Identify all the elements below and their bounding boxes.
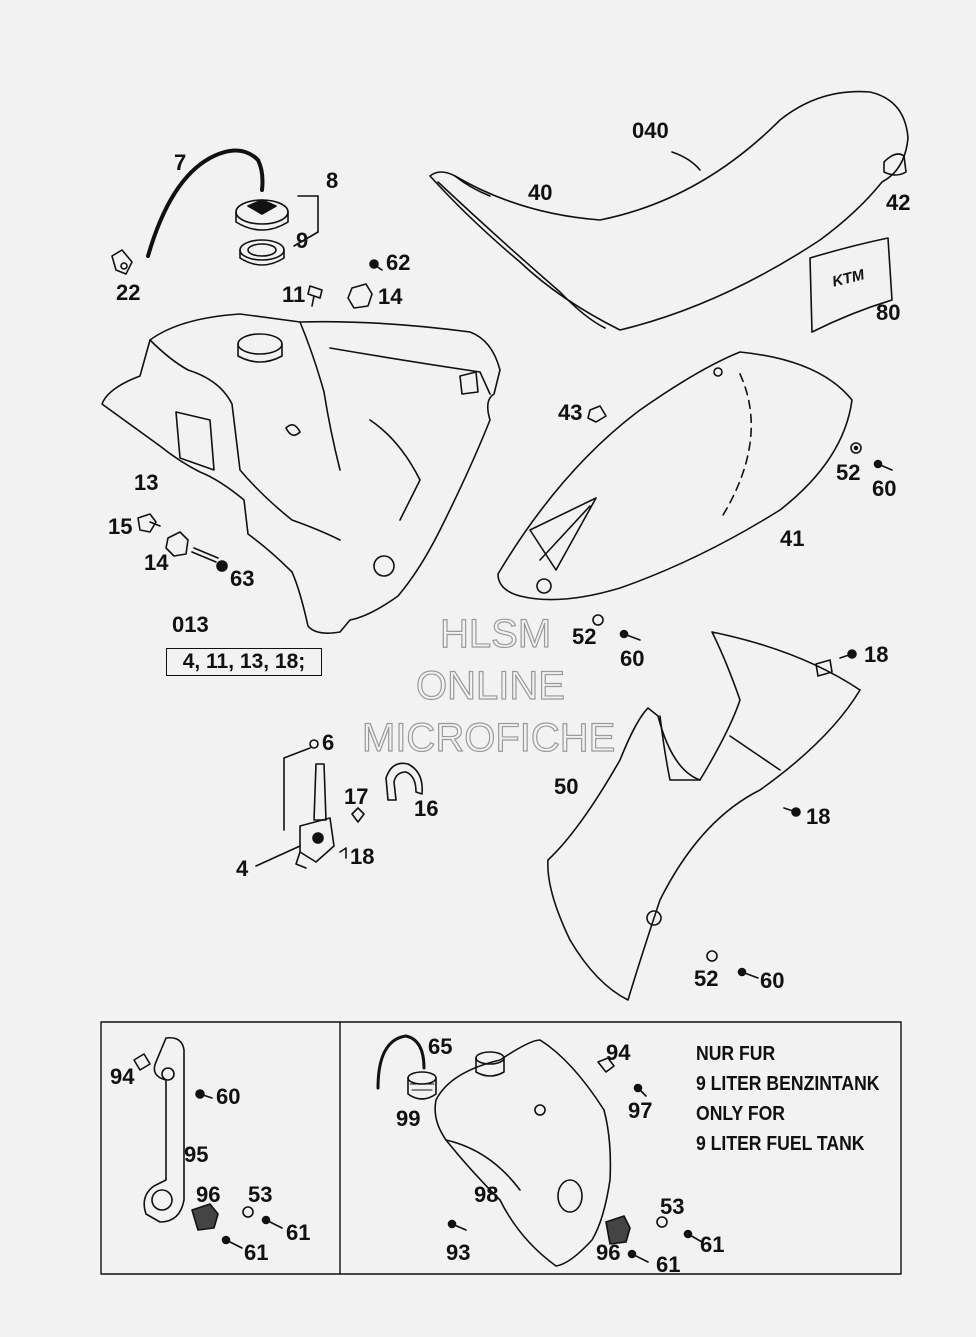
callout-18-b: 18 <box>806 804 831 829</box>
callout-9: 9 <box>296 228 309 253</box>
callout-61-left-a: 61 <box>286 1220 311 1245</box>
washer-screw-drawing-c <box>706 950 759 979</box>
bracket-95-drawing <box>143 1036 185 1223</box>
note-line-3: ONLY FOR <box>696 1103 786 1125</box>
callout-18-a: 18 <box>864 642 889 667</box>
breather-hose-drawing <box>146 148 265 258</box>
callout-63: 63 <box>230 566 255 591</box>
side-panel-41-drawing <box>497 351 853 601</box>
clamp-96-drawing-a <box>191 1203 283 1249</box>
seat-drawing <box>429 90 909 331</box>
callout-013: 013 <box>172 612 209 637</box>
side-panel-50-drawing <box>547 631 861 1001</box>
callout-14-mid: 14 <box>144 550 169 575</box>
callout-93: 93 <box>446 1240 471 1265</box>
callout-80: 80 <box>876 300 901 325</box>
note-line-2: 9 LITER BENZINTANK <box>696 1073 880 1095</box>
note-line-1: NUR FUR <box>696 1043 776 1065</box>
callout-18-c: 18 <box>350 844 375 869</box>
hardware-right-box-drawing <box>447 1057 703 1263</box>
callout-7: 7 <box>174 150 187 175</box>
callout-61-left-b: 61 <box>244 1240 269 1265</box>
callout-60-mid: 60 <box>620 646 645 671</box>
watermark-line-1: HLSM <box>439 612 552 656</box>
callout-52-mid: 52 <box>572 624 597 649</box>
callout-17: 17 <box>344 784 369 809</box>
fuel-tank-drawing <box>101 313 501 634</box>
callout-53-left: 53 <box>248 1182 273 1207</box>
callout-22: 22 <box>116 280 141 305</box>
screw-60-drawing-d <box>195 1089 213 1099</box>
screw-11-drawing <box>307 285 323 307</box>
callout-13: 13 <box>134 470 159 495</box>
callout-94-left: 94 <box>110 1064 135 1089</box>
callout-65: 65 <box>428 1034 453 1059</box>
callout-61-right-b: 61 <box>656 1252 681 1277</box>
callout-42: 42 <box>886 190 911 215</box>
callout-96-left: 96 <box>196 1182 221 1207</box>
fuel-tap-drawing <box>255 739 424 869</box>
screws-18-drawing <box>783 649 857 817</box>
grommet-43-drawing <box>587 405 607 423</box>
note-line-4: 9 LITER FUEL TANK <box>696 1133 865 1155</box>
callout-98: 98 <box>474 1182 499 1207</box>
tank-mount-hardware-drawing <box>137 513 228 572</box>
callout-52-bottom: 52 <box>694 966 719 991</box>
grommet-94-drawing <box>133 1053 151 1071</box>
callout-94-right: 94 <box>606 1040 631 1065</box>
callout-50: 50 <box>554 774 579 799</box>
callout-60-top: 60 <box>872 476 897 501</box>
callout-61-right-a: 61 <box>700 1232 725 1257</box>
cap-99-drawing <box>407 1071 437 1100</box>
washer-screw-drawing-a <box>850 442 893 471</box>
callout-52-top: 52 <box>836 460 861 485</box>
callout-16: 16 <box>414 796 439 821</box>
callout-6: 6 <box>322 730 335 755</box>
callout-60-left: 60 <box>216 1084 241 1109</box>
watermark-line-3: MICROFICHE <box>361 716 616 760</box>
spacer-14-drawing <box>347 283 373 309</box>
callout-41: 41 <box>780 526 805 551</box>
callout-15: 15 <box>108 514 133 539</box>
small-fuel-tank-98-drawing <box>434 1039 612 1267</box>
screw-62-drawing <box>369 259 383 271</box>
fitting-drawing <box>111 249 133 275</box>
options-frame <box>100 1021 902 1275</box>
callout-96-right: 96 <box>596 1240 621 1265</box>
fuel-cap-drawing <box>235 199 289 231</box>
callout-97: 97 <box>628 1098 653 1123</box>
callout-62: 62 <box>386 250 411 275</box>
cap-gasket-drawing <box>239 239 285 266</box>
ktm-decal-drawing <box>809 237 893 333</box>
callout-040: 040 <box>632 118 669 143</box>
callout-60-bottom: 60 <box>760 968 785 993</box>
callout-11: 11 <box>282 282 306 307</box>
washer-screw-drawing-b <box>592 614 641 641</box>
callout-95: 95 <box>184 1142 209 1167</box>
callout-99: 99 <box>396 1106 421 1131</box>
callout-14-top: 14 <box>378 284 403 309</box>
callout-43: 43 <box>558 400 583 425</box>
callout-53-right: 53 <box>660 1194 685 1219</box>
kit-contents-box: 4, 11, 13, 18; <box>166 648 322 676</box>
vent-hose-65-drawing <box>376 1034 426 1090</box>
callout-4: 4 <box>236 856 249 881</box>
callout-40: 40 <box>528 180 553 205</box>
callout-8: 8 <box>326 168 339 193</box>
watermark-line-2: ONLINE <box>415 664 565 708</box>
